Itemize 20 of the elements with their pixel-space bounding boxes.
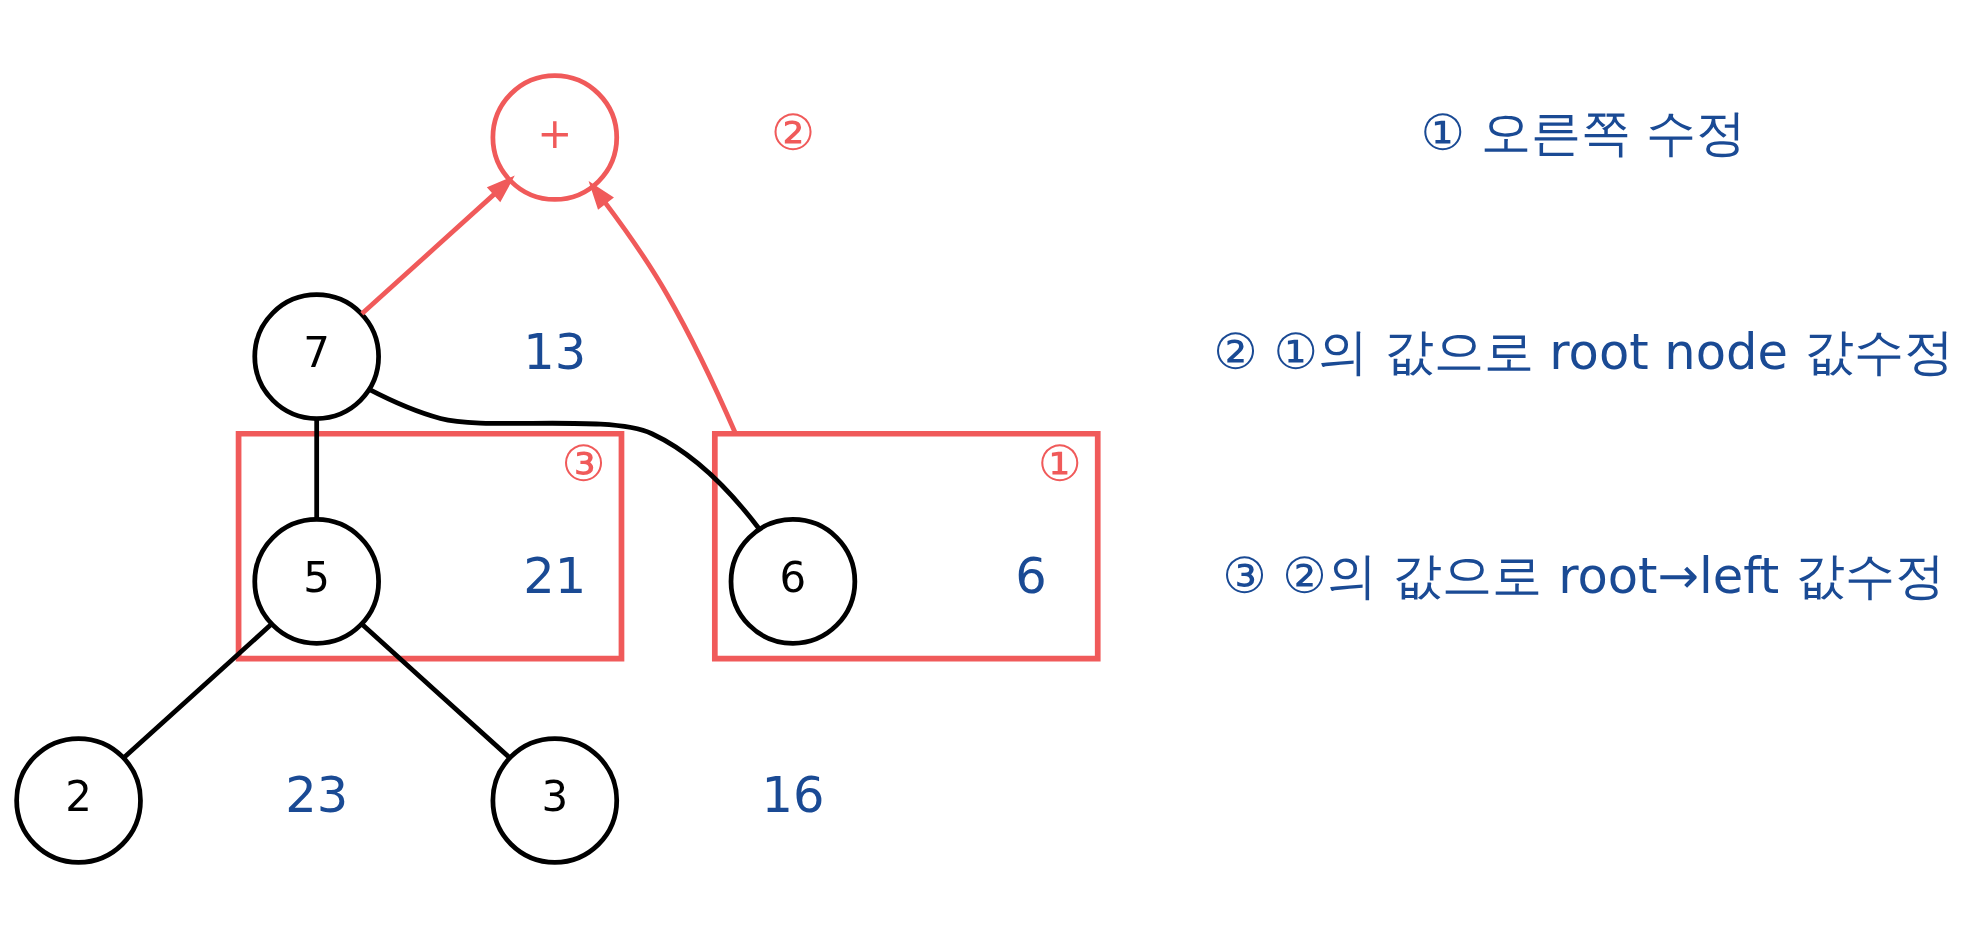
- label: ② ①의 값으로 root node 값수정: [1213, 322, 1954, 381]
- node-circle: 5: [252, 517, 381, 646]
- arrow: [360, 175, 515, 316]
- label: ① 오른쪽 수정: [1420, 103, 1747, 162]
- node-circle: 3: [490, 736, 620, 865]
- node-label: 23: [285, 766, 349, 825]
- node-label: ②: [770, 103, 816, 162]
- label: ③ ②의 값으로 root→left 값수정: [1222, 547, 1945, 606]
- connector: [314, 418, 320, 520]
- node-circle: 6: [728, 517, 858, 646]
- node-circle: 2: [14, 736, 143, 865]
- node-label: 16: [761, 766, 825, 825]
- node-label: 6: [1015, 547, 1047, 606]
- connector: [368, 387, 762, 531]
- connector: [122, 622, 273, 760]
- node-circle: 7: [252, 292, 381, 421]
- node-label: 21: [523, 547, 587, 606]
- node-circle: +: [490, 73, 620, 202]
- connector: [360, 622, 512, 760]
- node-label: 13: [523, 322, 587, 381]
